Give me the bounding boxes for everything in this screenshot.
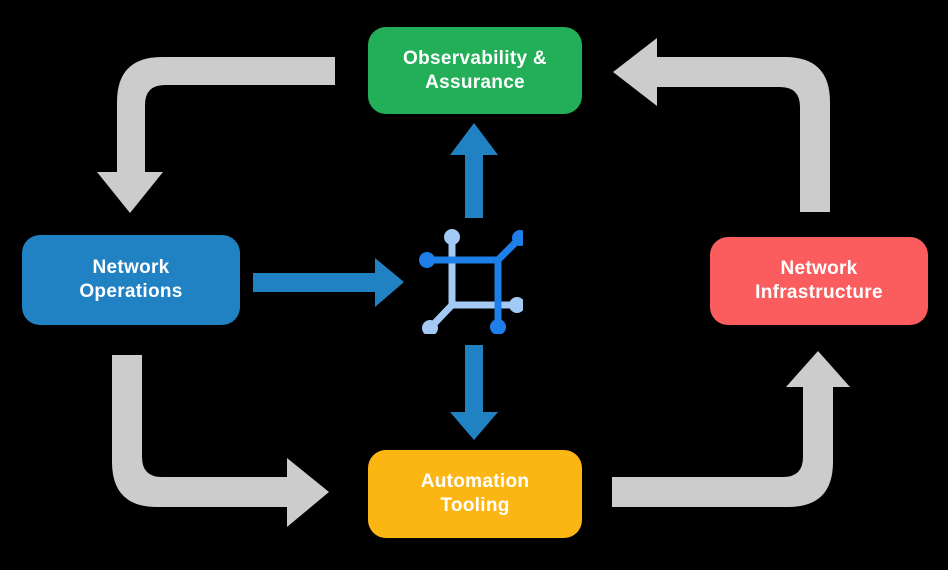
node-operations-label-line1: Network <box>92 257 170 278</box>
network-icon-dark-dots <box>419 230 523 334</box>
node-automation-label-line2: Tooling <box>440 495 510 516</box>
gray-arrow-observability-to-operations-icon <box>97 57 335 213</box>
node-observability-label-line1: Observability & <box>403 47 547 69</box>
network-automation-icon <box>419 229 523 334</box>
blue-arrow-center-to-observability-icon <box>450 123 498 218</box>
gray-arrow-automation-to-infrastructure-icon <box>612 351 850 507</box>
gray-arrow-operations-to-automation-icon <box>112 355 329 527</box>
node-network-operations: Network Operations <box>22 235 240 325</box>
node-network-infrastructure: Network Infrastructure <box>710 237 928 325</box>
network-icon-light-dots <box>422 229 523 334</box>
gray-arrow-infrastructure-to-observability-icon <box>613 38 830 212</box>
node-observability-assurance: Observability & Assurance <box>368 27 582 114</box>
node-infrastructure-label-line2: Infrastructure <box>755 282 883 303</box>
node-operations-label-line2: Operations <box>79 281 183 302</box>
node-observability-label-line2: Assurance <box>425 71 525 93</box>
node-automation-tooling: Automation Tooling <box>368 450 582 538</box>
node-infrastructure-label-line1: Network <box>780 258 858 279</box>
blue-arrow-operations-to-center-icon <box>253 258 404 307</box>
node-automation-label-line1: Automation <box>420 471 530 492</box>
blue-arrow-center-to-automation-icon <box>450 345 498 440</box>
